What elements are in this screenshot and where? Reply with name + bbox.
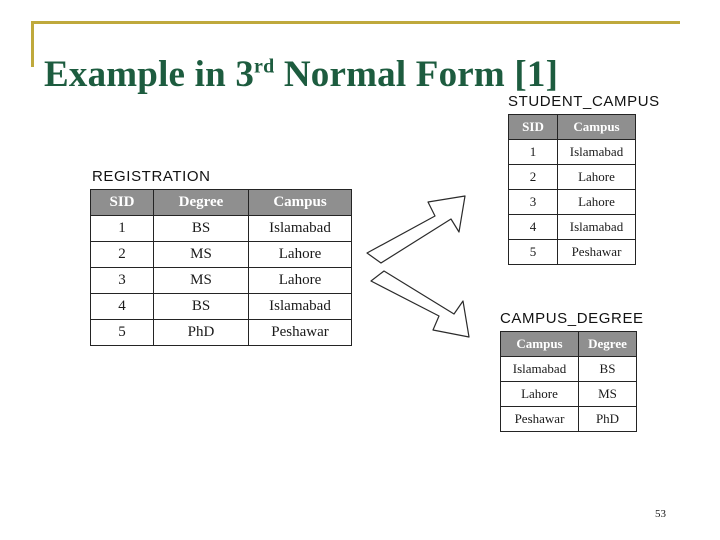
title-rule-left xyxy=(31,21,34,67)
cell-degree: BS xyxy=(153,215,249,242)
cell-campus: Lahore xyxy=(248,241,352,268)
cell-degree: PhD xyxy=(153,319,249,346)
cell-sid: 5 xyxy=(508,239,558,265)
campus-degree-table: Campus Degree Islamabad BS Lahore MS Pes… xyxy=(500,331,637,432)
cell-campus: Peshawar xyxy=(557,239,636,265)
column-header-sid: SID xyxy=(508,114,558,140)
column-header-sid: SID xyxy=(90,189,154,216)
table-row: 4 BS Islamabad xyxy=(90,293,352,320)
table-header-row: SID Degree Campus xyxy=(90,189,352,216)
title-text-after: Normal Form [1] xyxy=(274,53,559,95)
cell-degree: MS xyxy=(153,241,249,268)
cell-sid: 1 xyxy=(508,139,558,165)
cell-sid: 2 xyxy=(508,164,558,190)
table-row: 1 BS Islamabad xyxy=(90,215,352,242)
cell-campus: Islamabad xyxy=(500,356,579,382)
table-row: Peshawar PhD xyxy=(500,406,637,432)
table-row: 1 Islamabad xyxy=(508,139,636,165)
cell-degree: PhD xyxy=(578,406,637,432)
cell-degree: BS xyxy=(153,293,249,320)
page-title: Example in 3rd Normal Form [1] xyxy=(44,52,684,98)
table-header-row: SID Campus xyxy=(508,114,636,140)
campus-degree-table-block: CAMPUS_DEGREE Campus Degree Islamabad BS… xyxy=(489,310,644,432)
table-row: Islamabad BS xyxy=(500,356,637,382)
table-row: 5 PhD Peshawar xyxy=(90,319,352,346)
column-header-campus: Campus xyxy=(557,114,636,140)
campus-degree-caption: CAMPUS_DEGREE xyxy=(500,310,644,327)
table-row: Lahore MS xyxy=(500,381,637,407)
cell-degree: MS xyxy=(578,381,637,407)
arrow-down-right-icon xyxy=(370,270,470,338)
table-row: 3 MS Lahore xyxy=(90,267,352,294)
cell-degree: MS xyxy=(153,267,249,294)
registration-table-block: REGISTRATION SID Degree Campus 1 BS Isla… xyxy=(90,168,352,346)
cell-campus: Islamabad xyxy=(248,293,352,320)
cell-campus: Lahore xyxy=(500,381,579,407)
cell-campus: Lahore xyxy=(248,267,352,294)
cell-sid: 1 xyxy=(90,215,154,242)
column-header-campus: Campus xyxy=(248,189,352,216)
cell-campus: Islamabad xyxy=(557,139,636,165)
table-row: 5 Peshawar xyxy=(508,239,636,265)
cell-campus: Lahore xyxy=(557,164,636,190)
column-header-degree: Degree xyxy=(578,331,637,357)
cell-campus: Peshawar xyxy=(500,406,579,432)
cell-campus: Islamabad xyxy=(557,214,636,240)
table-row: 3 Lahore xyxy=(508,189,636,215)
table-row: 2 Lahore xyxy=(508,164,636,190)
column-header-campus: Campus xyxy=(500,331,579,357)
student-campus-table-block: STUDENT_CAMPUS SID Campus 1 Islamabad 2 … xyxy=(508,93,660,265)
student-campus-caption: STUDENT_CAMPUS xyxy=(508,93,660,110)
cell-campus: Peshawar xyxy=(248,319,352,346)
table-row: 2 MS Lahore xyxy=(90,241,352,268)
cell-sid: 3 xyxy=(508,189,558,215)
cell-sid: 4 xyxy=(90,293,154,320)
cell-campus: Lahore xyxy=(557,189,636,215)
page-number: 53 xyxy=(655,508,666,520)
table-row: 4 Islamabad xyxy=(508,214,636,240)
cell-sid: 4 xyxy=(508,214,558,240)
cell-campus: Islamabad xyxy=(248,215,352,242)
student-campus-table: SID Campus 1 Islamabad 2 Lahore 3 Lahore xyxy=(508,114,636,265)
registration-table: SID Degree Campus 1 BS Islamabad 2 MS La… xyxy=(90,189,352,346)
cell-sid: 2 xyxy=(90,241,154,268)
arrow-up-right-icon xyxy=(366,195,466,264)
title-rule-top xyxy=(31,21,680,24)
table-header-row: Campus Degree xyxy=(500,331,637,357)
cell-sid: 3 xyxy=(90,267,154,294)
registration-caption: REGISTRATION xyxy=(92,168,211,185)
title-text-before: Example in 3 xyxy=(44,53,255,95)
cell-degree: BS xyxy=(578,356,637,382)
cell-sid: 5 xyxy=(90,319,154,346)
title-ordinal-suffix: rd xyxy=(254,55,275,78)
decomposition-arrows xyxy=(355,185,490,350)
column-header-degree: Degree xyxy=(153,189,249,216)
